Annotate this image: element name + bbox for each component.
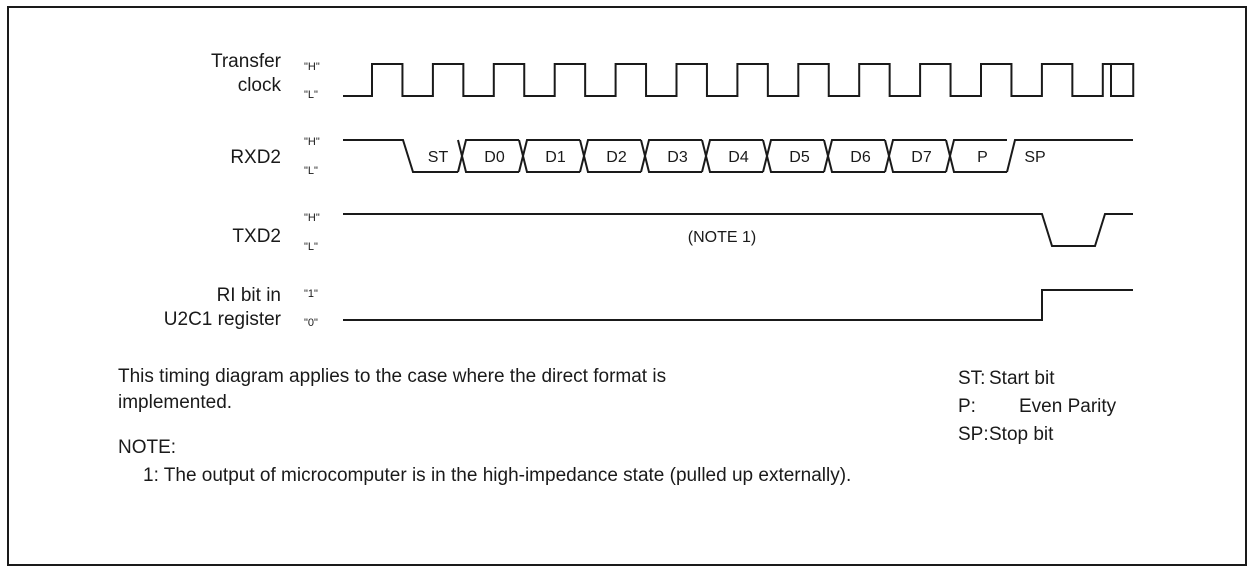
rxd-bit-cell — [518, 139, 580, 173]
txd-high-level-label: "H" — [304, 212, 320, 224]
legend-sp-key: SP: — [958, 424, 989, 445]
rxd-frame-label: P — [977, 149, 988, 166]
txd-signal-label: TXD2 — [232, 226, 281, 247]
legend-p-value: Even Parity — [1019, 396, 1117, 417]
rxd-idle-to-start — [343, 139, 458, 173]
clock-label-line1: Transfer — [210, 51, 281, 72]
rxd-frame-label: D5 — [789, 149, 810, 166]
note-heading: NOTE: — [118, 437, 177, 458]
rxd-bit-cell — [823, 139, 885, 173]
ri-label-line2: U2C1 register — [163, 309, 281, 330]
transfer-clock-waveform — [343, 63, 1135, 97]
rxd-frame-label: ST — [428, 149, 449, 166]
rxd-bit-cell — [701, 139, 763, 173]
rxd-frame-label: D6 — [850, 149, 871, 166]
rxd-low-level-label: "L" — [304, 165, 318, 177]
rxd-frame-label: D0 — [484, 149, 505, 166]
txd-low-level-label: "L" — [304, 241, 318, 253]
rxd-frame-label: SP — [1024, 149, 1045, 166]
rxd-signal-label: RXD2 — [230, 147, 281, 168]
clock-signal-label: Transfer clock — [211, 50, 281, 98]
txd2-waveform — [343, 213, 1133, 247]
ri-zero-level-label: "0" — [304, 317, 318, 329]
rxd-bit-cell — [640, 139, 702, 173]
clock-low-level-label: "L" — [304, 89, 318, 101]
rxd-frame-label: D2 — [606, 149, 627, 166]
legend-p-key: P: — [958, 396, 976, 417]
legend-st-key: ST: — [958, 368, 986, 389]
ri-label-line1: RI bit in — [216, 285, 281, 306]
ri-signal-label: RI bit in U2C1 register — [164, 284, 281, 332]
rxd-frame-label: D1 — [545, 149, 566, 166]
description-line2: implemented. — [118, 392, 233, 413]
description-line1: This timing diagram applies to the case … — [118, 366, 667, 387]
rxd-high-level-label: "H" — [304, 136, 320, 148]
clock-high-level-label: "H" — [304, 61, 320, 73]
rxd-frame-label: D3 — [667, 149, 688, 166]
rxd-bit-cell — [945, 139, 1007, 173]
clock-label-line2: clock — [237, 75, 281, 96]
rxd-frame-label: D4 — [728, 149, 749, 166]
rxd2-waveform — [343, 139, 1133, 173]
legend-sp-value: Stop bit — [989, 424, 1054, 445]
note-1-text: 1: The output of microcomputer is in the… — [143, 465, 852, 486]
rxd-stop-and-idle — [1006, 139, 1133, 173]
rxd-frame-label: D7 — [911, 149, 932, 166]
rxd-bit-cell — [884, 139, 946, 173]
rxd-bit-cell — [457, 139, 519, 173]
timing-waveforms: ST D0 D1 D2 D3 D4 D5 D6 D7 P SP (NOTE 1) — [343, 63, 1135, 321]
txd-note-reference: (NOTE 1) — [688, 229, 756, 246]
ri-one-level-label: "1" — [304, 288, 318, 300]
ri-bit-waveform — [343, 289, 1133, 321]
rxd-bit-cell — [579, 139, 641, 173]
rxd-bit-cell — [762, 139, 824, 173]
legend-st-value: Start bit — [989, 368, 1055, 389]
